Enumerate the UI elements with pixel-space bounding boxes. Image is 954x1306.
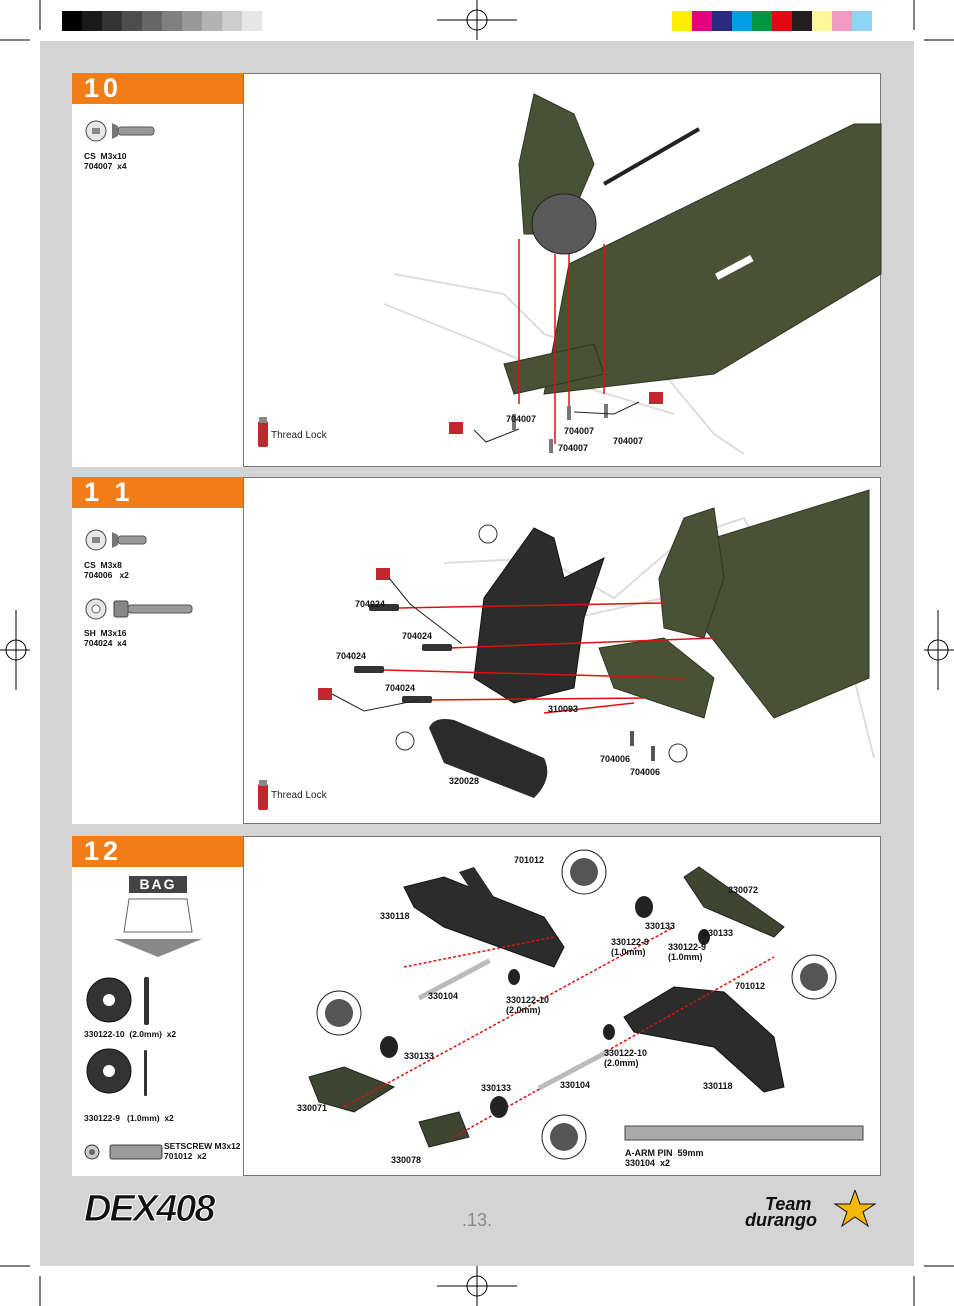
pin-label: A-ARM PIN 59mm 330104 x2 bbox=[625, 1148, 704, 1168]
assembly-diagram: 701012 330118 330072 330133 330133 33012… bbox=[243, 836, 881, 1176]
assembly-diagram: 704007 704007 704007 704007 Thread Lock bbox=[243, 73, 882, 467]
parts-panel: BAG 330122-10 (2.0mm) x2 330122-9 (1.0mm… bbox=[72, 867, 244, 1176]
part-label: CS M3x8 704006 x2 bbox=[84, 560, 129, 580]
team-durango-logo: Team durango bbox=[745, 1190, 880, 1235]
callout: 330122-10 (2.0mm) bbox=[506, 995, 550, 1015]
page-number: .13. bbox=[461, 1210, 493, 1230]
color-swatch bbox=[262, 11, 282, 31]
callout: 330118 bbox=[703, 1081, 733, 1091]
part-label: 330122-9 (1.0mm) x2 bbox=[84, 1113, 174, 1123]
callout: 330071 bbox=[297, 1103, 328, 1113]
callout: 320028 bbox=[449, 776, 480, 786]
countersunk-screw-icon bbox=[85, 120, 155, 142]
color-swatch bbox=[122, 11, 142, 31]
part-label: 330122-10 (2.0mm) x2 bbox=[84, 1029, 177, 1039]
part-label: SETSCREW M3x12 701012 x2 bbox=[164, 1141, 241, 1161]
step-number: 12 bbox=[72, 836, 244, 867]
color-swatch bbox=[222, 11, 242, 31]
color-swatch bbox=[812, 11, 832, 31]
color-bar bbox=[672, 11, 892, 31]
callout: 330118 bbox=[380, 911, 410, 921]
step-number: 10 bbox=[72, 73, 244, 104]
callout: 704006 bbox=[600, 754, 631, 764]
callout: 330072 bbox=[728, 885, 759, 895]
color-swatch bbox=[162, 11, 182, 31]
callout: 704024 bbox=[385, 683, 416, 693]
parts-panel: CS M3x10 704007 x4 bbox=[72, 104, 244, 467]
bag-icon bbox=[84, 898, 202, 1160]
callout: 704024 bbox=[402, 631, 433, 641]
thread-lock-label: Thread Lock bbox=[271, 790, 327, 801]
parts-panel: CS M3x8 704006 x2 SH M3x16 704024 x4 bbox=[72, 508, 244, 824]
color-swatch bbox=[102, 11, 122, 31]
color-swatch bbox=[872, 11, 892, 31]
callout: 704007 bbox=[506, 414, 537, 424]
callout: 701012 bbox=[514, 855, 545, 865]
callout: 704024 bbox=[355, 599, 386, 609]
dex408-logo: DEX408 bbox=[84, 1188, 217, 1231]
part-label: CS M3x10 704007 x4 bbox=[84, 151, 127, 171]
color-swatch bbox=[692, 11, 712, 31]
color-swatch bbox=[752, 11, 772, 31]
callout: 704006 bbox=[630, 767, 661, 777]
color-swatch bbox=[142, 11, 162, 31]
color-swatch bbox=[242, 11, 262, 31]
thread-lock-label: Thread Lock bbox=[271, 430, 327, 441]
callout: 701012 bbox=[735, 981, 766, 991]
bag-label: BAG bbox=[129, 876, 187, 893]
color-swatch bbox=[772, 11, 792, 31]
callout: 330122-9 (1.0mm) bbox=[611, 937, 650, 957]
color-swatch bbox=[672, 11, 692, 31]
callout: 330122-10 (2.0mm) bbox=[604, 1048, 648, 1068]
part-label: SH M3x16 704024 x4 bbox=[84, 628, 127, 648]
callout: 704024 bbox=[336, 651, 367, 661]
color-swatch bbox=[732, 11, 752, 31]
callout: 330133 bbox=[703, 928, 734, 938]
grayscale-bar bbox=[62, 11, 282, 31]
callout: 330104 bbox=[560, 1080, 591, 1090]
countersunk-screw-icon bbox=[85, 529, 193, 620]
callout: 704007 bbox=[564, 426, 595, 436]
callout: 704007 bbox=[613, 436, 644, 446]
callout: 330133 bbox=[404, 1051, 435, 1061]
step-number: 1 1 bbox=[72, 477, 244, 508]
callout: 330104 bbox=[428, 991, 459, 1001]
callout: 330078 bbox=[391, 1155, 422, 1165]
assembly-diagram: 704024 704024 704024 704024 310093 32002… bbox=[243, 477, 881, 824]
color-swatch bbox=[832, 11, 852, 31]
color-swatch bbox=[792, 11, 812, 31]
color-swatch bbox=[202, 11, 222, 31]
color-swatch bbox=[82, 11, 102, 31]
color-swatch bbox=[852, 11, 872, 31]
callout: 330133 bbox=[481, 1083, 512, 1093]
callout: 330122-9 (1.0mm) bbox=[668, 942, 707, 962]
callout: 330133 bbox=[645, 921, 676, 931]
color-swatch bbox=[182, 11, 202, 31]
callout: 310093 bbox=[548, 704, 579, 714]
color-swatch bbox=[62, 11, 82, 31]
callout: 704007 bbox=[558, 443, 589, 453]
color-swatch bbox=[712, 11, 732, 31]
